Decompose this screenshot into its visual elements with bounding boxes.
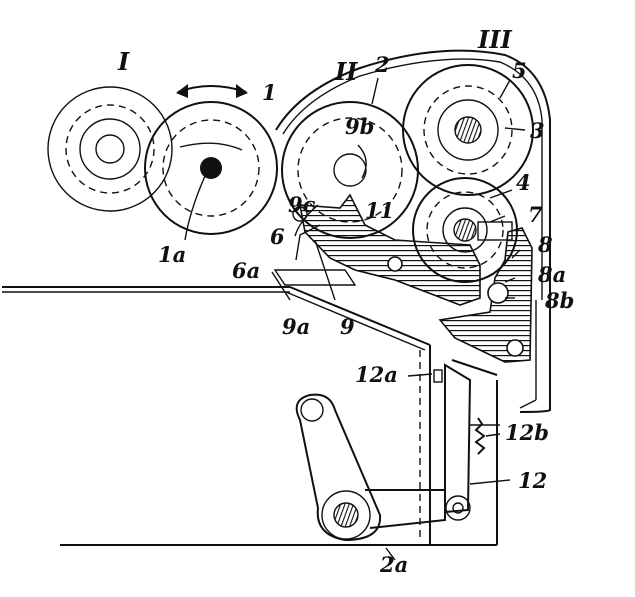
label-4: 4 <box>516 170 531 195</box>
swing-arrow <box>176 84 248 98</box>
lever-8 <box>438 227 533 363</box>
roller-1 <box>144 101 278 241</box>
label-1a: 1a <box>158 242 186 267</box>
label-roller-I: I <box>117 47 130 76</box>
label-roller-III: III <box>477 25 512 54</box>
label-9b: 9b <box>345 114 374 139</box>
label-12a: 12a <box>355 362 398 387</box>
label-11: 11 <box>365 198 394 223</box>
label-5: 5 <box>512 58 527 83</box>
lever-9 <box>299 193 481 306</box>
label-8b: 8b <box>544 288 574 313</box>
label-12: 12 <box>518 468 547 493</box>
label-2a: 2a <box>379 552 408 577</box>
label-roller-II: II <box>334 57 358 86</box>
lower-linkage <box>295 393 446 542</box>
cover-hood <box>275 49 551 413</box>
label-3: 3 <box>530 118 545 143</box>
label-6a: 6a <box>232 258 260 283</box>
label-8: 8 <box>537 232 553 257</box>
label-6: 6 <box>270 224 285 249</box>
roller-III <box>402 64 534 196</box>
label-8a: 8a <box>537 262 566 287</box>
label-12b: 12b <box>505 420 549 445</box>
label-7: 7 <box>528 202 543 227</box>
leader-lines <box>371 77 526 561</box>
label-1: 1 <box>262 80 277 105</box>
machine-frame <box>2 286 498 546</box>
link-12 <box>433 363 500 521</box>
roller-I <box>47 86 173 212</box>
label-2: 2 <box>374 52 390 77</box>
label-9a: 9a <box>282 314 310 339</box>
label-9: 9 <box>340 314 355 339</box>
label-9c: 9c <box>288 192 316 217</box>
